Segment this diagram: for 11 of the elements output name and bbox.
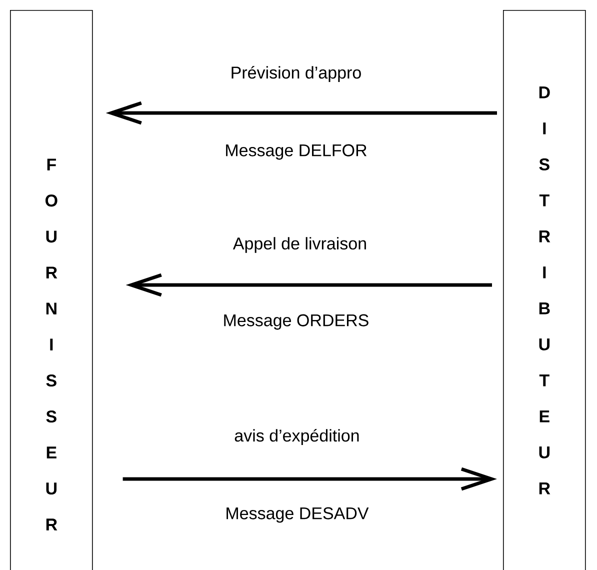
arrow bbox=[106, 101, 497, 125]
arrow bbox=[122, 467, 497, 491]
arrow bbox=[126, 273, 492, 297]
edge-label: avis d’expédition bbox=[234, 428, 359, 445]
vertical-box: DISTRIBUTEUR bbox=[503, 10, 586, 570]
message-label: Message DELFOR bbox=[226, 144, 367, 160]
edge-label: Appel de livraison bbox=[232, 237, 366, 253]
message-label: Message DESADV bbox=[226, 507, 369, 523]
vertical-box: FOURNISSEUR bbox=[10, 10, 93, 570]
message-label: Message ORDERS bbox=[224, 314, 368, 330]
edge-label: Prévision d’appro bbox=[232, 66, 361, 82]
